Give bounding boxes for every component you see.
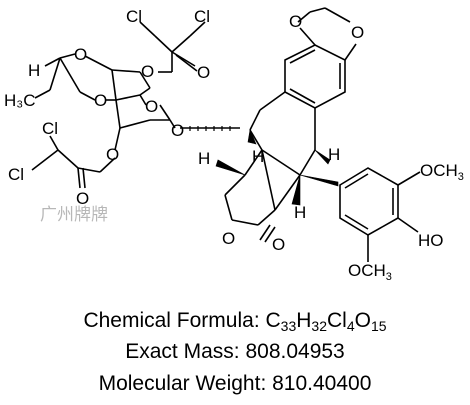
atom-h-acetal: H xyxy=(28,61,40,80)
atom-h-top: H xyxy=(252,147,264,166)
atom-o-dioxole2: O xyxy=(351,23,364,42)
atom-h-right: H xyxy=(328,145,340,164)
wedge-bond-h-bottom xyxy=(291,174,301,206)
atom-methoxy-bottom: OCH3 xyxy=(348,261,392,283)
atom-o-ester-left-carbonyl: O xyxy=(76,189,89,208)
atom-o-glycoside: O xyxy=(171,121,184,140)
atom-methoxy-top: OCH3 xyxy=(420,161,464,183)
watermark: 广州牌牌 xyxy=(40,205,108,224)
formula-label: Chemical Formula: xyxy=(83,309,260,332)
exact-mass-label: Exact Mass: xyxy=(125,340,240,363)
formula-element: H xyxy=(296,309,312,332)
atom-h-bottom: H xyxy=(294,203,306,222)
atom-o-lactone-carbonyl: O xyxy=(272,235,285,254)
atom-cl3: Cl xyxy=(42,119,58,138)
molecular-weight-value: 810.40400 xyxy=(272,372,372,395)
wedge-bond-aryl xyxy=(299,174,339,187)
molecular-weight: Molecular Weight: 810.40400 xyxy=(0,373,470,394)
atom-o-dioxole1: O xyxy=(289,12,302,31)
formula-subscript: 33 xyxy=(280,318,297,334)
atom-o-ester-top: O xyxy=(197,63,210,82)
atom-hydroxy: HO xyxy=(418,231,444,250)
dichloroacetyl-top xyxy=(139,21,206,73)
atom-methyl: H₃C xyxy=(4,91,35,110)
atom-o-ester-left: O xyxy=(106,145,119,164)
formula-element: Cl xyxy=(327,309,347,332)
formula-element: O xyxy=(354,309,371,332)
wedge-bond-h-left xyxy=(215,159,246,176)
atom-o-sugar-ring2: O xyxy=(94,91,107,110)
atom-o-lactone-ring: O xyxy=(222,229,235,248)
trimethoxyphenyl-ring xyxy=(339,167,421,262)
tetralin-lactone xyxy=(224,91,316,243)
atom-cl4: Cl xyxy=(8,165,24,184)
atom-o-sugar-ring3: O xyxy=(145,97,158,116)
wedge-bond-h-right xyxy=(314,149,331,165)
atom-h-left: H xyxy=(198,149,210,168)
atom-o-ester-top-ring: O xyxy=(141,62,154,81)
formula-subscript: 15 xyxy=(370,318,387,334)
atom-cl2: Cl xyxy=(194,7,210,26)
atom-cl1: Cl xyxy=(126,7,142,26)
dichloroacetyl-left xyxy=(31,135,116,189)
molecular-weight-label: Molecular Weight: xyxy=(98,372,267,395)
exact-mass-value: 808.04953 xyxy=(245,340,345,363)
chemical-structure: 广州牌牌 xyxy=(4,7,464,283)
sugar-core xyxy=(34,53,176,151)
wedge-bond-h-top xyxy=(247,128,257,145)
formula-element: C xyxy=(265,309,281,332)
formula-subscript: 4 xyxy=(346,318,355,334)
formula-subscript: 32 xyxy=(311,318,327,334)
atom-o-sugar-ring1: O xyxy=(74,45,87,64)
chemical-formula: Chemical Formula: C33H32Cl4O15 xyxy=(0,310,470,333)
glycosidic-hash-bond xyxy=(180,126,240,131)
exact-mass: Exact Mass: 808.04953 xyxy=(0,341,470,362)
formula-value: C33H32Cl4O15 xyxy=(265,309,387,334)
